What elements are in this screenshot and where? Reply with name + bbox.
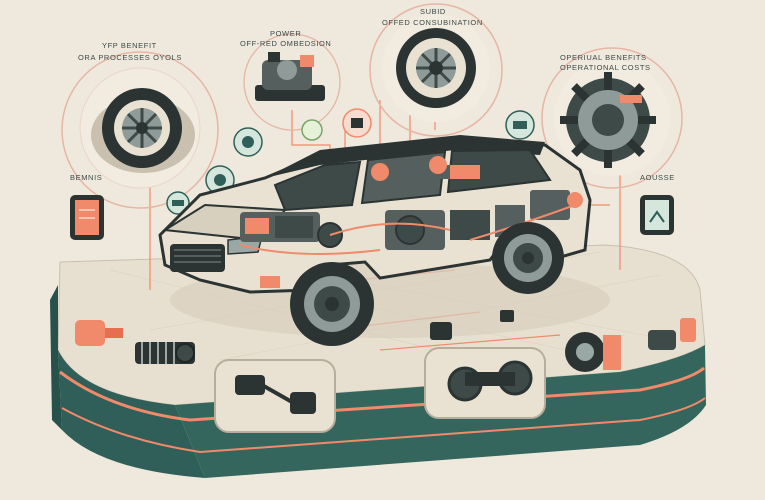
label-top-left-1: YFP BENEFIT [102,41,157,50]
callout-tire-center [369,3,503,137]
callout-power [243,33,341,131]
label-right-1: OPERIUAL BENEFITS [560,53,647,62]
label-right-side: AOUSSE [640,173,675,182]
connector-icon [75,320,105,346]
label-center-2: OFFED CONSUBINATION [382,18,483,27]
callout-gear-right [541,47,683,189]
label-power-1: POWER [270,29,301,38]
tire-icon [102,88,182,168]
engine-icon [240,212,343,248]
labels: YFP BENEFIT ORA PROCESSES OYOLS POWER OF… [70,7,675,182]
label-right-2: OPERATIONAL COSTS [560,63,651,72]
label-power-2: OFF-RED OMBEDSION [240,39,331,48]
tire-icon [396,28,476,108]
label-left-side: BEMNIS [70,173,102,182]
label-top-left-2: ORA PROCESSES OYOLS [78,53,182,62]
tire-icon [290,262,374,346]
suv-cutaway [158,135,610,346]
tire-icon [492,222,564,294]
sensor-icon [430,322,452,340]
bulb-icon [301,119,323,141]
component-panel-left [214,359,336,433]
tablet-icon [640,195,674,235]
gear-icon [560,72,656,168]
spring-icon [135,342,195,364]
callout-tire-left [61,51,219,209]
label-center-1: SUBID [420,7,446,16]
smartphone-icon [70,195,104,240]
mini-icons [166,108,535,215]
